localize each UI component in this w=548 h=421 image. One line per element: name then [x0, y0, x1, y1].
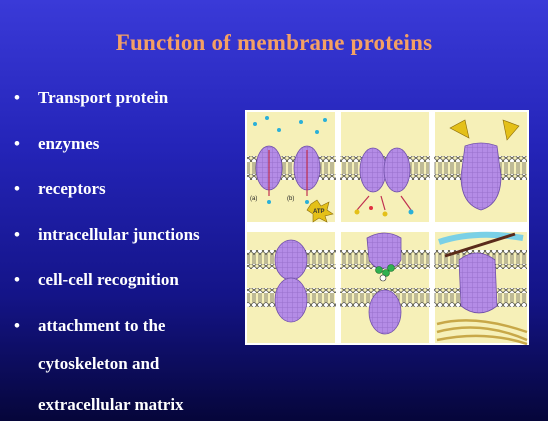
bullet-text: Transport protein: [38, 88, 169, 107]
bullet-continuation-line: extracellular matrix: [38, 395, 184, 414]
panel-dividers: [245, 110, 529, 345]
enzymes-panel: [354, 147, 414, 217]
receptors-panel: [449, 119, 520, 211]
bullet-text: attachment to the: [38, 316, 166, 335]
bullet-text: cell-cell recognition: [38, 270, 179, 289]
slide-title: Function of membrane proteins: [115, 30, 433, 55]
bullet-icon: •: [14, 225, 20, 244]
panel-label-a: (a): [250, 196, 257, 202]
bullet-icon: •: [14, 270, 20, 289]
atp-label: ATP: [313, 209, 325, 215]
panel-label-b: (b): [287, 196, 294, 202]
bullet-icon: •: [14, 88, 20, 107]
bullet-text: receptors: [38, 179, 106, 198]
bullet-text: enzymes: [38, 134, 100, 153]
membrane-proteins-figure: (a) (b) ATP: [245, 110, 529, 345]
attachment-panel: [436, 231, 528, 345]
bullet-text: intracellular junctions: [38, 225, 200, 244]
bullet-icon: •: [14, 316, 20, 335]
junctions-panel: [274, 239, 308, 323]
bullet-icon: •: [14, 134, 20, 153]
transport-panel: (a) (b) ATP: [250, 116, 334, 223]
recognition-panel: [366, 232, 402, 335]
bullet-continuation-line: cytoskeleton and: [38, 354, 160, 373]
membrane-proteins-illustration: (a) (b) ATP: [245, 110, 529, 345]
bullet-icon: •: [14, 179, 20, 198]
